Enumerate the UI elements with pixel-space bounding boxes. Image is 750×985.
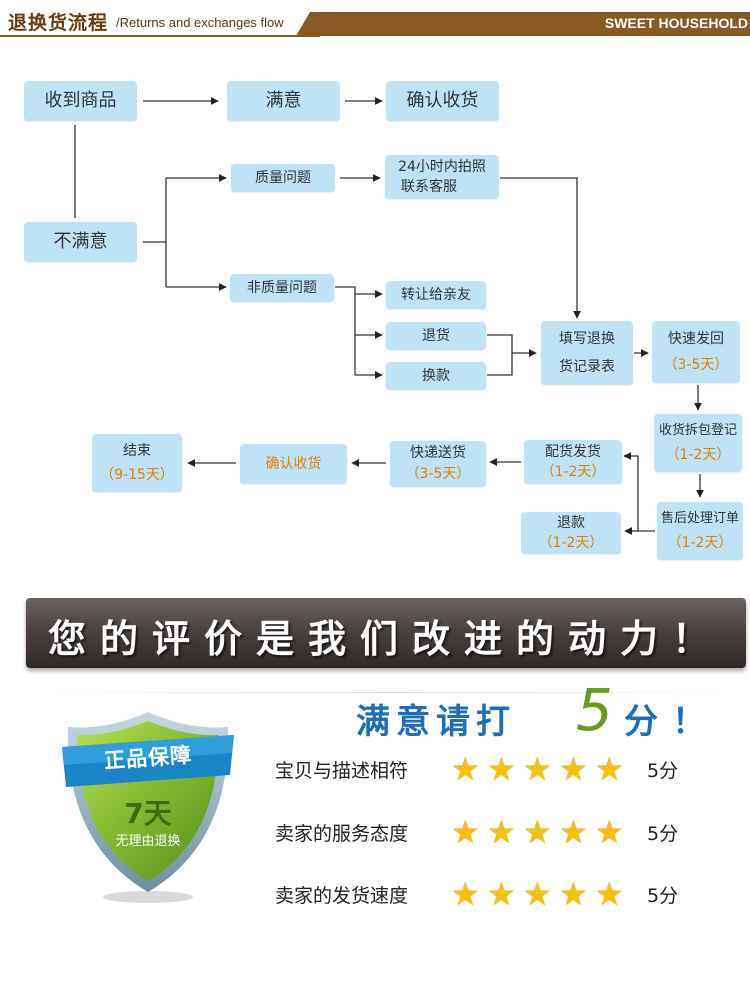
star-icon: ★ bbox=[451, 750, 480, 788]
node-photo-24h: 24小时内拍照 联系客服 bbox=[385, 155, 499, 199]
node-express-deliver: 快递送货 （3-5天） bbox=[390, 441, 486, 487]
node-quality-issue: 质量问题 bbox=[231, 164, 335, 192]
rate-heading-number: 5 bbox=[576, 676, 613, 744]
node-confirm-receipt-2: 确认收货 bbox=[240, 444, 347, 484]
node-express-back-days: （3-5天） bbox=[663, 357, 729, 373]
node-satisfied: 满意 bbox=[227, 81, 340, 121]
star-icon: ★ bbox=[595, 875, 624, 913]
rating-row: 卖家的服务态度 ★★★★★ 5分 bbox=[275, 815, 715, 849]
node-confirm-receipt: 确认收货 bbox=[386, 81, 499, 121]
star-icon: ★ bbox=[487, 813, 516, 851]
shield-days: 7天 bbox=[124, 797, 172, 830]
flow-connectors bbox=[74, 97, 704, 535]
node-receive-register-label: 收货拆包登记 bbox=[658, 423, 737, 438]
node-transfer-friend-label: 转让给亲友 bbox=[401, 287, 471, 303]
rating-label: 卖家的发货速度 bbox=[275, 885, 409, 907]
rating-score: 5分 bbox=[647, 823, 679, 845]
node-quality-issue-label: 质量问题 bbox=[255, 170, 311, 186]
rating-stars: ★★★★★ bbox=[451, 815, 631, 849]
node-express-back-label: 快速发回 bbox=[668, 331, 724, 347]
star-icon: ★ bbox=[595, 813, 624, 851]
rating-row: 卖家的发货速度 ★★★★★ 5分 bbox=[275, 877, 715, 911]
node-received: 收到商品 bbox=[24, 81, 137, 121]
star-icon: ★ bbox=[559, 875, 588, 913]
shield-desc: 无理由退换 bbox=[115, 834, 181, 849]
node-express-deliver-label: 快递送货 bbox=[410, 445, 466, 461]
rating-score: 5分 bbox=[647, 760, 679, 782]
node-end-label: 结束 bbox=[123, 443, 151, 459]
feedback-banner-text: 您的评价是我们改进的动力！ bbox=[47, 616, 724, 661]
star-icon: ★ bbox=[595, 750, 624, 788]
header-title: 退换货流程 bbox=[8, 12, 109, 34]
node-return-goods-label: 退货 bbox=[422, 328, 450, 344]
node-refund-days: （1-2天） bbox=[538, 535, 604, 551]
node-refund-label: 退款 bbox=[557, 515, 585, 531]
star-icon: ★ bbox=[523, 875, 552, 913]
node-receive-register: 收货拆包登记 （1-2天） bbox=[654, 414, 742, 472]
node-receive-register-days: （1-2天） bbox=[665, 447, 731, 463]
header-band: SWEET HOUSEHOLD bbox=[296, 12, 750, 36]
star-icon: ★ bbox=[523, 750, 552, 788]
node-unsatisfied: 不满意 bbox=[24, 222, 137, 262]
star-icon: ★ bbox=[523, 813, 552, 851]
node-photo-24h-line2: 联系客服 bbox=[401, 179, 457, 195]
node-confirm-receipt-2-label: 确认收货 bbox=[265, 456, 322, 472]
header-brand: SWEET HOUSEHOLD bbox=[604, 15, 748, 31]
node-after-sales: 售后处理订单 （1-2天） bbox=[657, 502, 743, 560]
section-divider bbox=[40, 692, 740, 693]
node-express-back: 快速发回 （3-5天） bbox=[652, 321, 740, 383]
rating-row: 宝贝与描述相符 ★★★★★ 5分 bbox=[275, 752, 715, 786]
node-received-label: 收到商品 bbox=[44, 90, 117, 111]
node-transfer-friend: 转让给亲友 bbox=[386, 281, 486, 309]
node-after-sales-label: 售后处理订单 bbox=[660, 511, 739, 526]
node-ship-goods-label: 配货发货 bbox=[545, 444, 601, 460]
node-refund: 退款 （1-2天） bbox=[521, 512, 621, 554]
node-fill-form-line2: 货记录表 bbox=[559, 359, 615, 375]
feedback-banner: 您的评价是我们改进的动力！ bbox=[26, 598, 746, 668]
rating-score: 5分 bbox=[647, 885, 679, 907]
node-end: 结束 （9-15天） bbox=[92, 434, 182, 492]
rate-heading: 满意请打 5 分 ！ bbox=[356, 676, 706, 744]
node-ship-goods-days: （1-2天） bbox=[540, 464, 606, 480]
node-non-quality-issue-label: 非质量问题 bbox=[247, 280, 317, 296]
star-icon: ★ bbox=[559, 813, 588, 851]
node-photo-24h-line1: 24小时内拍照 bbox=[398, 159, 486, 175]
node-after-sales-days: （1-2天） bbox=[667, 535, 733, 551]
shield-icon bbox=[62, 712, 234, 903]
rate-heading-bang: ！ bbox=[672, 702, 706, 742]
node-ship-goods: 配货发货 （1-2天） bbox=[524, 440, 622, 484]
node-satisfied-label: 满意 bbox=[265, 90, 302, 111]
genuine-guarantee-shield: 正品保障 7天 无理由退换 bbox=[58, 707, 238, 907]
node-exchange: 换款 bbox=[386, 362, 486, 390]
node-confirm-receipt-label: 确认收货 bbox=[406, 90, 479, 111]
header-underline bbox=[0, 35, 320, 37]
node-fill-form: 填写退换 货记录表 bbox=[541, 321, 633, 385]
star-icon: ★ bbox=[451, 813, 480, 851]
page-header: 退换货流程 /Returns and exchanges flow SWEET … bbox=[0, 0, 750, 42]
header-subtitle: /Returns and exchanges flow bbox=[116, 15, 284, 30]
node-fill-form-line1: 填写退换 bbox=[559, 331, 615, 347]
rate-heading-prefix: 满意请打 bbox=[356, 702, 516, 742]
star-icon: ★ bbox=[487, 750, 516, 788]
node-end-days: （9-15天） bbox=[100, 467, 174, 483]
rating-stars: ★★★★★ bbox=[451, 752, 631, 786]
rating-label: 卖家的服务态度 bbox=[275, 823, 409, 845]
star-icon: ★ bbox=[559, 750, 588, 788]
node-unsatisfied-label: 不满意 bbox=[53, 231, 108, 252]
rating-label: 宝贝与描述相符 bbox=[275, 760, 409, 782]
star-icon: ★ bbox=[487, 875, 516, 913]
node-exchange-label: 换款 bbox=[422, 368, 450, 384]
rate-heading-suffix: 分 bbox=[624, 702, 658, 742]
node-return-goods: 退货 bbox=[386, 322, 486, 350]
node-express-deliver-days: （3-5天） bbox=[405, 466, 471, 482]
node-non-quality-issue: 非质量问题 bbox=[230, 274, 334, 302]
star-icon: ★ bbox=[451, 875, 480, 913]
rating-stars: ★★★★★ bbox=[451, 877, 631, 911]
